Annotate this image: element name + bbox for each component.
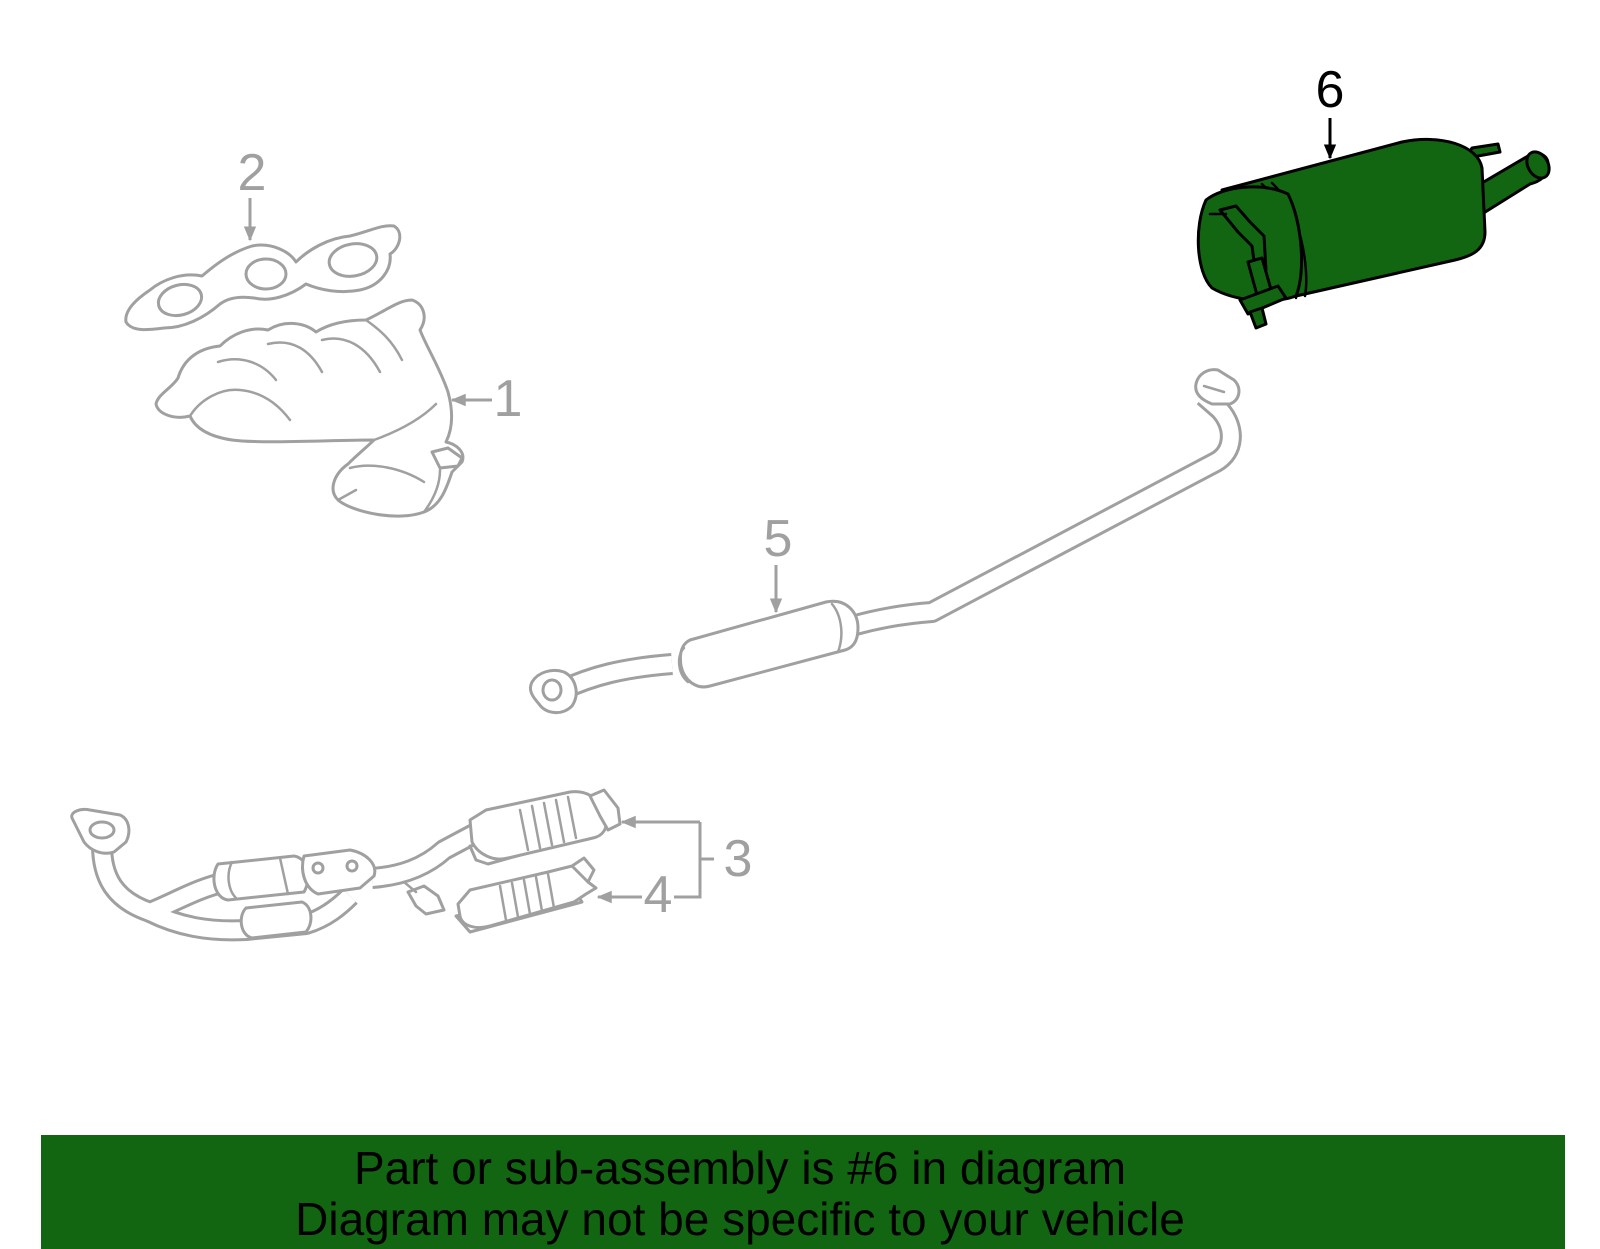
part-1-contour xyxy=(422,468,442,514)
part-3 xyxy=(70,788,622,942)
part-3-lower-cylinder xyxy=(239,900,313,940)
part-3-bolt-hole xyxy=(311,861,325,875)
part-1-contour xyxy=(348,464,426,484)
callout-5: 5 xyxy=(764,510,793,614)
part-3-converter-body xyxy=(468,790,608,861)
callout-2-label: 2 xyxy=(238,144,267,202)
part-5-flange-hole xyxy=(541,678,563,702)
callout-6-label: 6 xyxy=(1316,61,1345,119)
part-3-bracket-link xyxy=(402,880,418,894)
part-3-cylinder-seam xyxy=(227,860,238,900)
part-3-bolt-hole xyxy=(345,859,359,873)
part-5-resonator-seam xyxy=(677,646,690,684)
part-4-converter-rib xyxy=(498,884,508,922)
part-1-contour xyxy=(336,488,358,502)
part-5-pipe-fill xyxy=(558,656,673,698)
part-3-cylinder-seam xyxy=(278,856,290,896)
callout-4: 4 xyxy=(596,866,673,924)
part-3-joint-flange xyxy=(301,848,377,896)
part-3-converter-rib xyxy=(566,795,578,840)
info-banner: Part or sub-assembly is #6 in diagram Di… xyxy=(41,1135,1565,1249)
part-1-contour xyxy=(372,402,438,442)
part-5-resonator-seam xyxy=(830,602,843,654)
banner-line-part-number: Part or sub-assembly is #6 in diagram xyxy=(353,1142,1127,1194)
part-3-upper-cylinder xyxy=(212,854,310,902)
part-2-port-hole xyxy=(327,242,379,278)
part-1-contour xyxy=(188,388,292,422)
callout-1-label: 1 xyxy=(494,370,523,428)
part-3-flange-hole xyxy=(88,820,116,840)
part-2-port-hole xyxy=(244,257,288,291)
part-3-converter-rib xyxy=(542,801,554,847)
part-6-bolt-tab xyxy=(1248,306,1268,330)
callout-5-label: 5 xyxy=(764,510,793,568)
part-3-converter-rib xyxy=(530,804,542,850)
part-3-rear-flange xyxy=(588,788,622,832)
part-5-pipe-fill xyxy=(849,389,1239,634)
part-1-bracket xyxy=(430,446,464,470)
part-5-flange-edge xyxy=(1202,384,1226,394)
part-5-rear-flange xyxy=(1194,368,1241,406)
part-1-contour xyxy=(320,337,382,374)
part-4 xyxy=(454,856,598,934)
callout-2: 2 xyxy=(238,144,267,242)
part-4-converter-rib xyxy=(534,875,544,913)
part-2-port-hole xyxy=(156,282,204,318)
banner-line-disclaimer: Diagram may not be specific to your vehi… xyxy=(295,1193,1185,1245)
part-4-converter-rib xyxy=(510,881,520,919)
part-5-pipe-outline xyxy=(848,387,1242,637)
part-4-converter-rib xyxy=(522,878,532,916)
part-1-contour xyxy=(216,358,278,382)
part-6-tailpipe-tip xyxy=(1525,150,1551,180)
part-4-converter-rib xyxy=(546,872,556,910)
part-6-highlighted xyxy=(1196,137,1551,330)
callout-3: 3 xyxy=(620,815,753,899)
part-5 xyxy=(528,368,1242,714)
part-3-bracket xyxy=(406,884,446,916)
callout-6-active: 6 xyxy=(1316,61,1345,160)
part-6-inlet-flange xyxy=(1238,284,1288,316)
callout-4-label: 4 xyxy=(644,866,673,924)
part-1-contour xyxy=(364,318,404,362)
part-1 xyxy=(154,298,465,518)
callout-1: 1 xyxy=(450,370,523,428)
part-1-contour xyxy=(266,341,324,374)
part-1-outline xyxy=(154,298,465,518)
part-2 xyxy=(124,224,402,332)
callout-3-bracket xyxy=(674,822,702,899)
callout-3-label: 3 xyxy=(724,830,753,888)
part-4-flange xyxy=(570,856,596,884)
part-3-pipe-fill xyxy=(371,826,478,886)
part-3-converter-rib xyxy=(518,808,530,852)
part-5-resonator xyxy=(678,599,860,689)
part-3-converter-rib xyxy=(554,798,566,844)
